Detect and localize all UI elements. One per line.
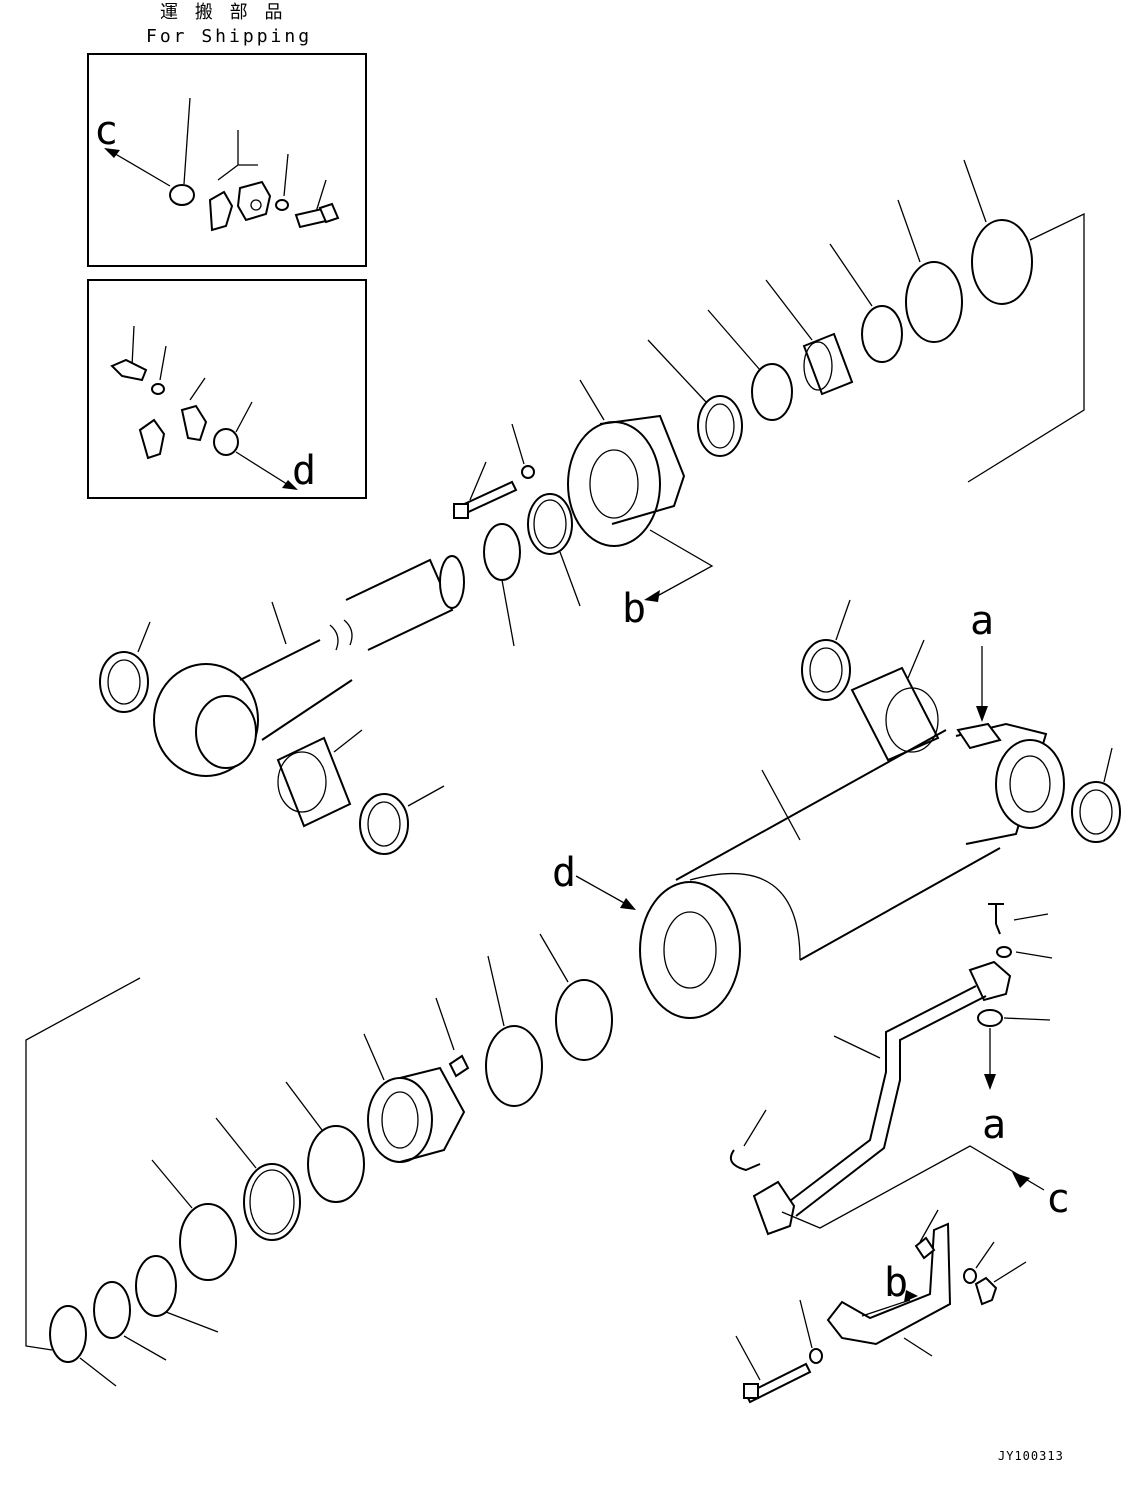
callout-a-bottom: a bbox=[982, 1102, 1006, 1148]
callout-b-upper: b bbox=[622, 586, 646, 632]
cylinder-tube-assembly: a d bbox=[552, 598, 1121, 1019]
shipping-title-jp: 運 搬 部 品 bbox=[160, 2, 286, 23]
rod-head-assembly: b bbox=[99, 159, 1085, 855]
piping-assembly: a c bbox=[730, 903, 1070, 1236]
inset-box-d: d bbox=[87, 279, 367, 499]
drawing-code: JY100313 bbox=[998, 1449, 1064, 1463]
callout-a-top: a bbox=[970, 598, 994, 644]
shipping-title-en: For Shipping bbox=[146, 26, 312, 47]
callout-c-inset: c bbox=[94, 108, 118, 154]
callout-b-lower: b bbox=[884, 1260, 908, 1306]
inset-box-shipping-c: c bbox=[87, 53, 367, 267]
callout-c-right: c bbox=[1046, 1176, 1070, 1222]
callout-d-cylinder: d bbox=[552, 850, 576, 896]
bracket-assembly: b bbox=[735, 1209, 1027, 1404]
piston-seal-assembly bbox=[25, 933, 613, 1387]
callout-d-inset: d bbox=[292, 448, 316, 494]
